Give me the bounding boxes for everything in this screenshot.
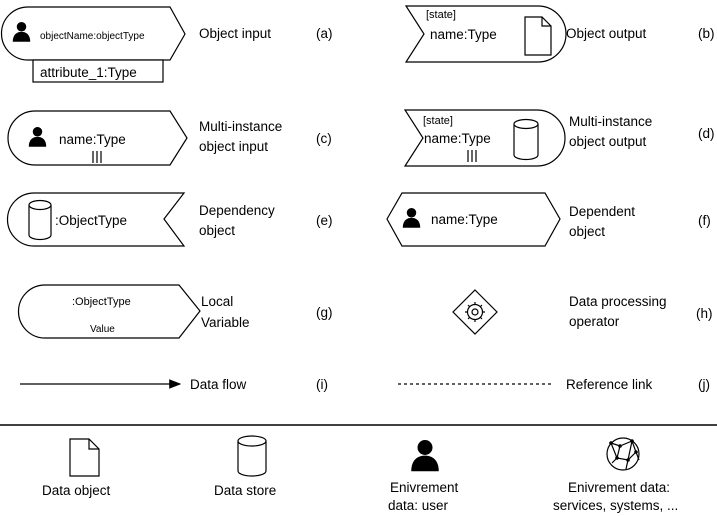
- reference-link-description: Reference link: [566, 377, 653, 392]
- globe-icon: [606, 437, 640, 471]
- object-output-state: [state]: [426, 9, 456, 21]
- multi-instance-input-description-1: Multi-instance: [199, 119, 282, 134]
- legend-env-services-line1: Enivrement data:: [568, 480, 670, 495]
- multi-instance-icon: [467, 150, 477, 162]
- dependent-object-description-1: Dependent: [569, 204, 635, 219]
- multi-instance-input-tag: (c): [316, 131, 332, 146]
- multi-instance-input-label: name:Type: [59, 132, 126, 147]
- dependency-object-description-1: Dependency: [199, 203, 275, 218]
- local-variable-type: :ObjectType: [72, 296, 131, 308]
- data-processing-tag: (h): [696, 306, 713, 321]
- reference-link-tag: (j): [698, 377, 710, 392]
- multi-instance-output-tag: (d): [698, 126, 715, 141]
- object-input-tag: (a): [316, 26, 333, 41]
- multi-instance-object-output-symbol: [state] name:Type: [403, 109, 566, 167]
- object-output-tag: (b): [698, 26, 715, 41]
- object-input-description: Object input: [199, 26, 271, 41]
- dependency-object-label: :ObjectType: [55, 213, 127, 228]
- legend-data-store: Data store: [214, 483, 276, 498]
- legend-data-object: Data object: [42, 483, 111, 498]
- document-icon: [524, 16, 552, 56]
- dependent-object-tag: (f): [698, 213, 711, 228]
- cylinder-icon: [513, 118, 539, 161]
- cylinder-icon: [28, 199, 52, 241]
- object-input-label: objectName:objectType: [40, 31, 145, 42]
- object-input-attribute: attribute_1:Type: [40, 65, 137, 80]
- object-output-label: name:Type: [430, 27, 497, 42]
- multi-instance-output-label: name:Type: [424, 131, 491, 146]
- user-icon: [411, 440, 439, 472]
- local-variable-description-1: Local: [201, 294, 233, 309]
- multi-instance-output-description-2: object output: [569, 134, 647, 149]
- local-variable-value: Value: [90, 324, 115, 335]
- data-flow-tag: (i): [316, 377, 328, 392]
- dependency-object-tag: (e): [316, 213, 333, 228]
- multi-instance-icon: [92, 151, 102, 163]
- local-variable-description-2: Variable: [201, 315, 250, 330]
- dependent-object-symbol: name:Type: [386, 192, 561, 247]
- data-processing-operator-symbol: [452, 289, 498, 335]
- dependency-object-description-2: object: [199, 223, 235, 238]
- cylinder-icon: [237, 435, 267, 477]
- data-processing-description-2: operator: [569, 314, 620, 329]
- legend-env-user-line1: Enivrement: [390, 480, 459, 495]
- legend-env-user-line2: data: user: [388, 498, 449, 513]
- dependent-object-description-2: object: [569, 224, 605, 239]
- data-processing-description-1: Data processing: [569, 294, 667, 309]
- dependency-object-symbol: :ObjectType: [6, 192, 186, 247]
- gear-icon: [465, 302, 485, 322]
- multi-instance-output-state: [state]: [423, 115, 453, 127]
- local-variable-symbol: :ObjectType Value: [17, 284, 201, 339]
- legend-env-services-line2: services, systems, ...: [553, 498, 678, 513]
- dependent-object-label: name:Type: [431, 212, 498, 227]
- local-variable-tag: (g): [316, 305, 333, 320]
- data-flow-description: Data flow: [190, 377, 247, 392]
- document-icon: [69, 438, 100, 477]
- object-input-symbol: objectName:objectType attribute_1:Type: [0, 6, 186, 83]
- object-output-description: Object output: [566, 26, 647, 41]
- multi-instance-object-input-symbol: name:Type: [7, 110, 188, 166]
- object-output-symbol: [state] name:Type: [404, 5, 567, 63]
- multi-instance-output-description-1: Multi-instance: [569, 114, 652, 129]
- multi-instance-input-description-2: object input: [199, 139, 268, 154]
